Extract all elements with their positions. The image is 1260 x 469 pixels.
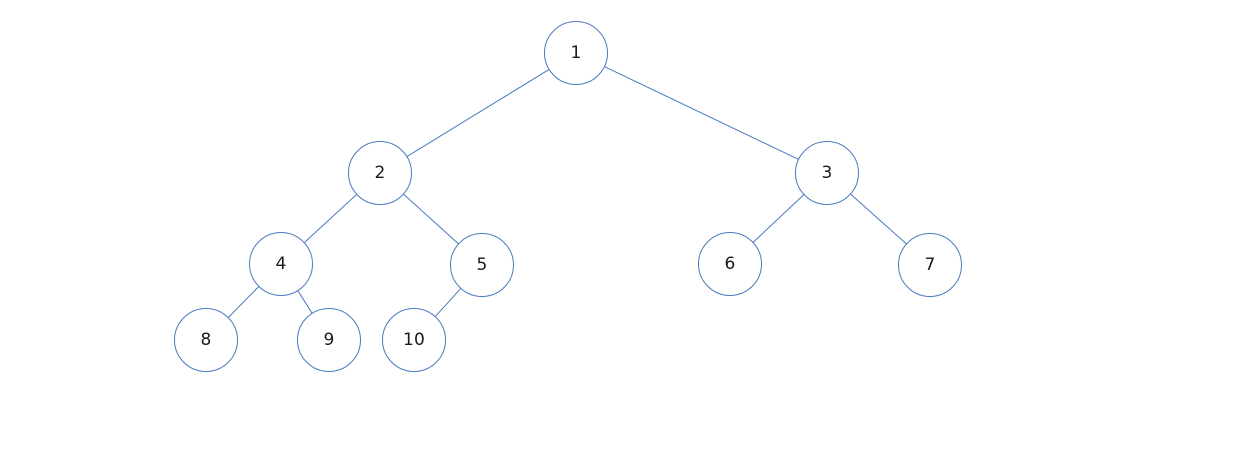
tree-node-label: 7 [924, 254, 936, 275]
tree-edge-2-5 [403, 193, 459, 245]
tree-node-label: 6 [724, 253, 736, 274]
tree-node-label: 8 [200, 329, 212, 350]
tree-edge-3-7 [850, 193, 907, 245]
tree-node-label: 9 [323, 329, 335, 350]
tree-node-8[interactable]: 8 [174, 308, 238, 372]
tree-node-5[interactable]: 5 [450, 233, 514, 297]
tree-edge-4-9 [297, 290, 313, 314]
tree-node-6[interactable]: 6 [698, 232, 762, 296]
tree-edge-3-6 [752, 194, 805, 243]
tree-node-10[interactable]: 10 [382, 308, 446, 372]
tree-node-3[interactable]: 3 [795, 141, 859, 205]
tree-node-label: 4 [275, 253, 287, 274]
tree-node-7[interactable]: 7 [898, 233, 962, 297]
tree-node-label: 10 [402, 329, 426, 350]
tree-node-1[interactable]: 1 [544, 21, 608, 85]
tree-node-label: 2 [374, 162, 386, 183]
tree-node-label: 1 [570, 42, 582, 63]
tree-node-label: 5 [476, 254, 488, 275]
tree-edge-1-3 [604, 66, 799, 160]
tree-edge-1-2 [406, 69, 550, 157]
tree-node-2[interactable]: 2 [348, 141, 412, 205]
tree-node-4[interactable]: 4 [249, 232, 313, 296]
tree-edge-5-10 [434, 288, 462, 317]
tree-edge-4-8 [227, 286, 260, 318]
tree-node-9[interactable]: 9 [297, 308, 361, 372]
tree-edge-2-4 [304, 194, 357, 243]
tree-node-label: 3 [821, 162, 833, 183]
